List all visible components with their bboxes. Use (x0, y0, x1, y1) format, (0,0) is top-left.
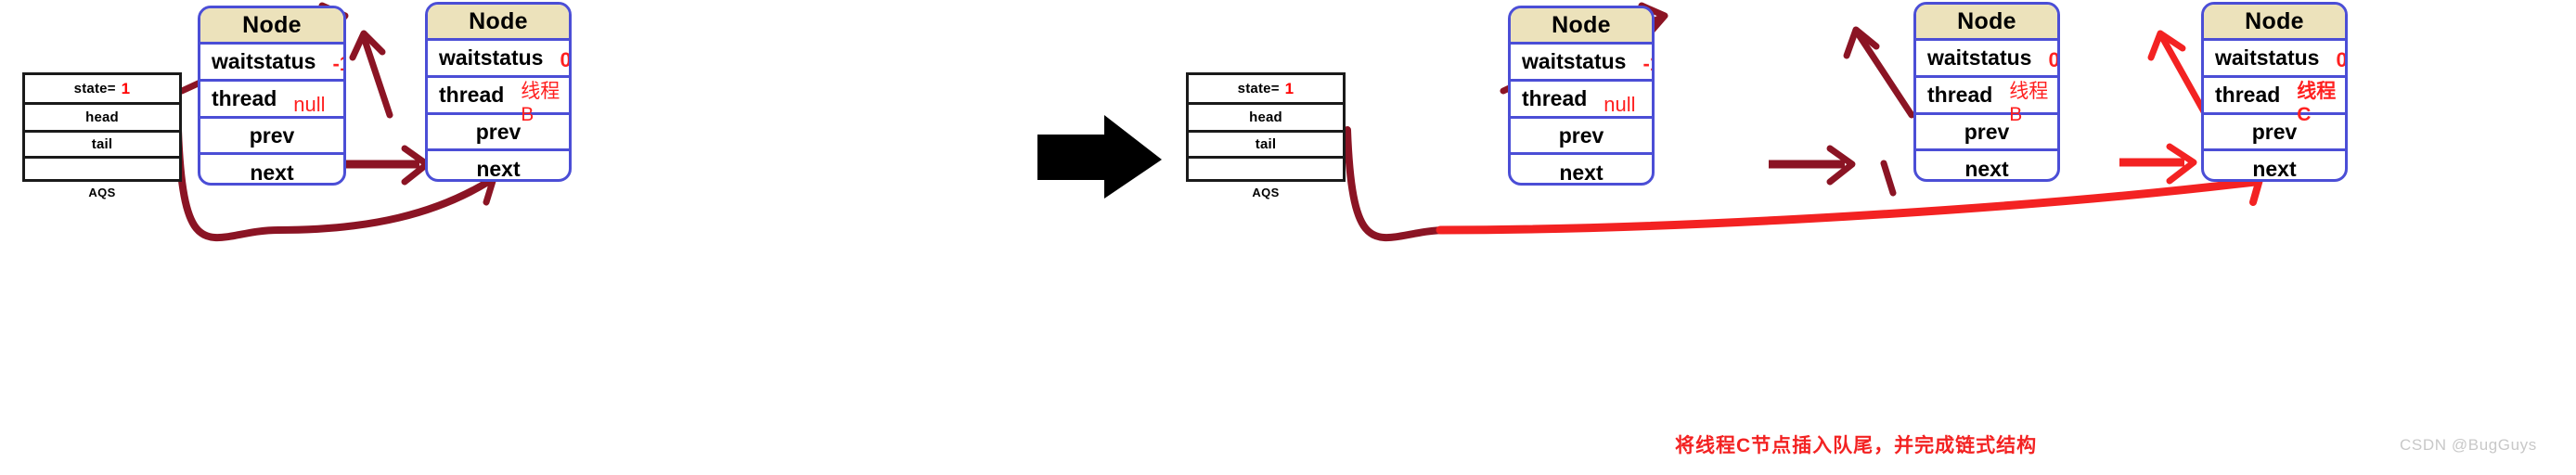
node-field-waitstatus: waitstatus 0 (428, 41, 569, 78)
field-label: prev (2251, 119, 2298, 144)
field-label: prev (1558, 122, 1604, 148)
node-title: Node (200, 8, 343, 45)
aqs-head-label: head (1249, 109, 1282, 125)
node-field-prev: prev (2204, 115, 2345, 151)
watermark: CSDN @BugGuys (2400, 436, 2537, 454)
aqs-row-empty (25, 159, 179, 182)
node-title: Node (1916, 5, 2057, 41)
field-value: 线程B (2009, 80, 2049, 125)
field-label: waitstatus (439, 45, 544, 70)
field-label: next (1559, 160, 1604, 185)
field-value: 线程C (2297, 80, 2337, 125)
aqs-row-head: head (1189, 105, 1343, 133)
node-field-thread: thread 线程B (428, 78, 569, 125)
aqs-state-value: 1 (121, 79, 131, 97)
node-field-next: next (1511, 155, 1652, 185)
aqs-box-right: state= 1 head tail (1186, 72, 1346, 182)
field-label: waitstatus (1522, 49, 1627, 73)
aqs-state-value: 1 (1284, 79, 1294, 97)
aqs-row-tail: tail (1189, 133, 1343, 159)
field-label: prev (475, 119, 522, 144)
aqs-row-state: state= 1 (25, 75, 179, 105)
field-value: -1 (332, 51, 343, 75)
field-value: 0 (2048, 47, 2060, 71)
node-box-left-1: Node waitstatus -1 thread null prev next (198, 6, 346, 186)
node-title: Node (428, 5, 569, 41)
bottom-caption: 将线程C节点插入队尾，并完成链式结构 (1675, 435, 2038, 456)
aqs-state-label: state= (1237, 81, 1280, 96)
field-label: next (1964, 157, 2009, 181)
field-label: next (2252, 157, 2297, 181)
node-field-waitstatus: waitstatus -1 (200, 45, 343, 82)
field-value: null (1604, 92, 1636, 116)
field-label: thread (1927, 83, 1993, 107)
node-title: Node (1511, 8, 1652, 45)
node-box-right-1: Node waitstatus -1 thread null prev next (1508, 6, 1655, 186)
field-label: waitstatus (2215, 45, 2320, 70)
node-field-next: next (1916, 151, 2057, 181)
field-label: next (476, 157, 521, 181)
aqs-state-label: state= (73, 81, 116, 96)
node-field-waitstatus: waitstatus 0 (2204, 41, 2345, 78)
node-field-thread: thread null (1511, 82, 1652, 119)
node-field-prev: prev (200, 119, 343, 155)
arrow-node2-prev-to-node1 (349, 30, 393, 119)
field-label: thread (439, 83, 505, 107)
field-value: 0 (2336, 47, 2348, 71)
field-label: waitstatus (212, 49, 316, 73)
node-box-right-3: Node waitstatus 0 thread 线程C prev next (2201, 2, 2348, 182)
field-label: prev (1964, 119, 2010, 144)
node-box-left-2: Node waitstatus 0 thread 线程B prev next (425, 2, 572, 182)
field-value: 0 (560, 47, 572, 71)
node-field-next: next (200, 155, 343, 185)
arrow-tail-to-node3-next (1344, 126, 2264, 242)
field-label: thread (1522, 86, 1588, 110)
field-value: null (293, 92, 326, 116)
node-field-thread: thread null (200, 82, 343, 119)
aqs-head-label: head (85, 109, 119, 125)
node-field-prev: prev (1916, 115, 2057, 151)
node-field-next: next (428, 151, 569, 181)
arrow-node2-prev-to-node1-right (1843, 26, 1915, 197)
field-label: next (250, 160, 294, 185)
field-label: thread (212, 86, 277, 110)
aqs-row-head: head (25, 105, 179, 133)
arrow-node2-next-to-node3 (2119, 143, 2197, 185)
field-label: thread (2215, 83, 2281, 107)
arrow-node1-next-to-node2-right (1769, 145, 1856, 186)
node-field-waitstatus: waitstatus 0 (1916, 41, 2057, 78)
aqs-caption-right: AQS (1252, 186, 1280, 199)
node-field-waitstatus: waitstatus -1 (1511, 45, 1652, 82)
node-field-prev: prev (1511, 119, 1652, 155)
aqs-tail-label: tail (1255, 136, 1277, 152)
node-field-thread: thread 线程B (1916, 78, 2057, 125)
aqs-tail-label: tail (91, 136, 113, 152)
aqs-caption-left: AQS (88, 186, 116, 199)
node-title: Node (2204, 5, 2345, 41)
field-value: 线程B (521, 80, 560, 125)
node-field-prev: prev (428, 115, 569, 151)
aqs-row-state: state= 1 (1189, 75, 1343, 105)
aqs-row-empty (1189, 159, 1343, 182)
node-field-next: next (2204, 151, 2345, 181)
aqs-row-tail: tail (25, 133, 179, 159)
field-label: waitstatus (1927, 45, 2032, 70)
field-value: -1 (1642, 51, 1652, 75)
arrow-node1-next-to-node2 (345, 145, 431, 186)
aqs-box-left: state= 1 head tail (22, 72, 182, 182)
transition-arrow-icon (1037, 115, 1162, 199)
node-field-thread: thread 线程C (2204, 78, 2345, 125)
node-box-right-2: Node waitstatus 0 thread 线程B prev next (1913, 2, 2060, 182)
field-label: prev (249, 122, 295, 148)
